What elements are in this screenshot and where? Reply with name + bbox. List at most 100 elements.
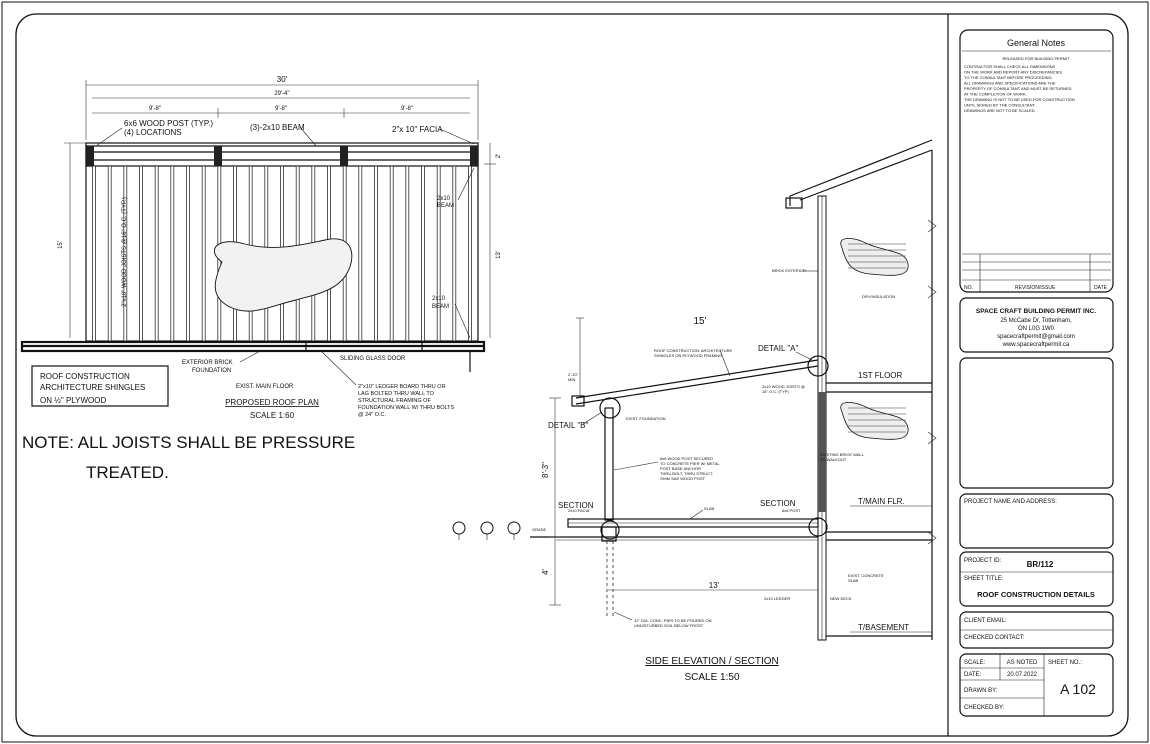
scale-label: SCALE: <box>964 660 986 666</box>
roof-plan: 30' 29'-4" 9'-8" 9'-8" 9'-8" 15' 2' 13' <box>20 75 502 420</box>
sheet-no: A 102 <box>1060 681 1096 697</box>
main-floor: T/MAIN FLR. <box>858 497 905 506</box>
rev-issue: REVISION/ISSUE <box>1015 285 1056 291</box>
dim-span-2: 9'-8" <box>275 106 287 112</box>
grade-label: GRADE <box>532 527 547 532</box>
dim-small-2: MIN <box>568 377 575 382</box>
joist <box>421 165 425 342</box>
sheet-title-label: SHEET TITLE: <box>964 576 1004 582</box>
general-note-item: PROPERTY OF CONSULTANT AND MUST BE RETUR… <box>964 86 1072 91</box>
roof-box-line-3: ON ½" PLYWOOD <box>40 396 106 405</box>
general-note-item: ON THE WORK AND REPORT ANY DISCREPANCIES <box>964 70 1062 75</box>
dim-depth-right: 13' <box>496 251 502 259</box>
company-address-2: ON L0G 1W0 <box>1018 326 1055 332</box>
exterior-brick-1: EXTERIOR BRICK <box>182 360 233 366</box>
wall-note-1: EXISTING BRICK WALL <box>820 452 865 457</box>
brick-lines <box>848 243 906 433</box>
hatched-area <box>213 238 353 312</box>
ledger-small: 2x10 LEDGER <box>764 596 790 601</box>
detail-b: DETAIL "B" <box>548 421 589 430</box>
joist <box>358 165 363 342</box>
joist <box>389 165 394 342</box>
project-name-label: PROJECT NAME AND ADDRESS: <box>964 499 1057 505</box>
roof-box-line-1: ROOF CONSTRUCTION <box>40 372 130 381</box>
roof-plan-scale: SCALE 1:60 <box>250 411 295 420</box>
dim-span-1: 9'-8" <box>149 106 161 112</box>
joist <box>92 165 96 342</box>
joist <box>374 165 378 342</box>
general-note-item: TO THE CONSULTANT BEFORE PROCEEDING. <box>964 75 1053 80</box>
post-note-1: 6x6 WOOD POST SECURED <box>660 456 713 461</box>
project-id-label: PROJECT ID: <box>964 558 1002 564</box>
post-label-1: 6x6 WOOD POST (TYP.) <box>124 119 213 128</box>
ledger-note-5: @ 24" O.C. <box>358 412 386 418</box>
section-title: SIDE ELEVATION / SECTION <box>645 656 779 667</box>
wall-note-2: TO WALKOUT <box>820 457 847 462</box>
joist-note-1: 2x10 WOOD JOISTS @ <box>762 384 805 389</box>
general-notes-title: General Notes <box>1007 38 1066 48</box>
shrubs <box>452 521 521 540</box>
roof-box-line-2: ARCHITECTURE SHINGLES <box>40 383 145 392</box>
exist-floor-label: EXIST. MAIN FLOOR <box>236 384 294 390</box>
joist <box>468 165 472 342</box>
note-line-1: NOTE: ALL JOISTS SHALL BE PRESSURE <box>22 433 355 452</box>
general-note-item: AT THE COMPLETION OF WORK. <box>964 92 1027 97</box>
rev-no: NO. <box>964 285 973 291</box>
roof-plan-title: PROPOSED ROOF PLAN <box>225 398 319 407</box>
checked-contact-label: CHECKED CONTACT: <box>964 635 1025 641</box>
joist <box>452 165 457 342</box>
dim-span-3: 9'-8" <box>401 106 413 112</box>
section-scale: SCALE 1:50 <box>684 672 739 683</box>
fascia-label: 2"x 10" FACIA <box>392 125 443 134</box>
general-note-item: DRAWINGS ARE NOT TO BE SCALED. <box>964 108 1036 113</box>
post-2 <box>214 146 222 166</box>
scale-value: AS NOTED <box>1007 660 1038 666</box>
post-note-4: THRU BOLT, THRU STRUCT. <box>660 471 713 476</box>
dim-below: 4' <box>541 569 550 575</box>
post-4 <box>470 146 478 166</box>
general-note-item: ALL DRAWINGS AND SPECIFICATIONS ARE THE <box>964 81 1056 86</box>
beam-right-2a: 2x10 <box>432 296 446 302</box>
date-value: 20.07.2022 <box>1007 672 1038 678</box>
roof-construction-box: ROOF CONSTRUCTION ARCHITECTURE SHINGLES … <box>31 365 169 407</box>
dim-inner: 29'-4" <box>274 91 289 97</box>
general-note-item: THE DRAWING IS NOT TO BE USED FOR CONSTR… <box>964 97 1075 102</box>
title-block: General Notes RELEASED FOR BUILDING PERM… <box>947 14 1114 736</box>
post-1 <box>86 146 94 166</box>
ledger-note-2: LAG BOLTED THRU WALL TO <box>358 391 435 397</box>
rev-date: DATE <box>1094 285 1108 291</box>
footing-right: EXIST. FOUNDATION <box>626 416 666 421</box>
post-note-5: SHIM SAE WOOD POST <box>660 476 706 481</box>
dim-small-1: 2'-10" <box>568 372 579 377</box>
joist <box>186 165 190 342</box>
general-note-item: UNTIL SIGNED BY THE CONSULTANT. <box>964 103 1036 108</box>
joist <box>201 165 206 342</box>
project-id: BR/112 <box>1027 560 1054 569</box>
joist <box>154 165 159 342</box>
roof-note-1: ROOF CONSTRUCTION: ARCHITECTURE <box>654 348 733 353</box>
dim-top: 15' <box>693 316 706 327</box>
sheet-no-label: SHEET NO.: <box>1048 660 1082 666</box>
joist-note-2: 16" O.C. (TYP) <box>762 389 789 394</box>
beam-label: (3)-2x10 BEAM <box>250 123 305 132</box>
joist <box>170 165 175 342</box>
general-note-item: CONTRACTOR SHALL CHECK ALL DIMENSIONS <box>964 64 1056 69</box>
dim-fascia-depth: 2' <box>496 154 502 158</box>
dim-height: 8'-3" <box>541 462 550 478</box>
basement: T/BASEMENT <box>858 623 909 632</box>
checked-by-label: CHECKED BY: <box>964 705 1005 711</box>
roof-note-2: SHINGLES ON PLYWOOD FRAMING <box>654 353 722 358</box>
section-right: SECTION <box>760 499 796 508</box>
first-floor: 1ST FLOOR <box>858 371 903 380</box>
ledger-note-4: FOUNDATION WALL W/ THRU BOLTS <box>358 405 454 411</box>
post-label-2: (4) LOCATIONS <box>124 128 182 137</box>
exterior-brick-2: FOUNDATION <box>192 368 231 374</box>
conc-note-2: SLAB <box>848 578 859 583</box>
section-left: SECTION <box>558 501 594 510</box>
joist-label: 2"x10" WOOD JOISTS @16" O.C. (TYP.) <box>122 197 128 307</box>
beam-right-2b: BEAM <box>432 304 449 310</box>
general-notes-list: CONTRACTOR SHALL CHECK ALL DIMENSIONSON … <box>964 64 1075 113</box>
joist <box>139 165 143 342</box>
